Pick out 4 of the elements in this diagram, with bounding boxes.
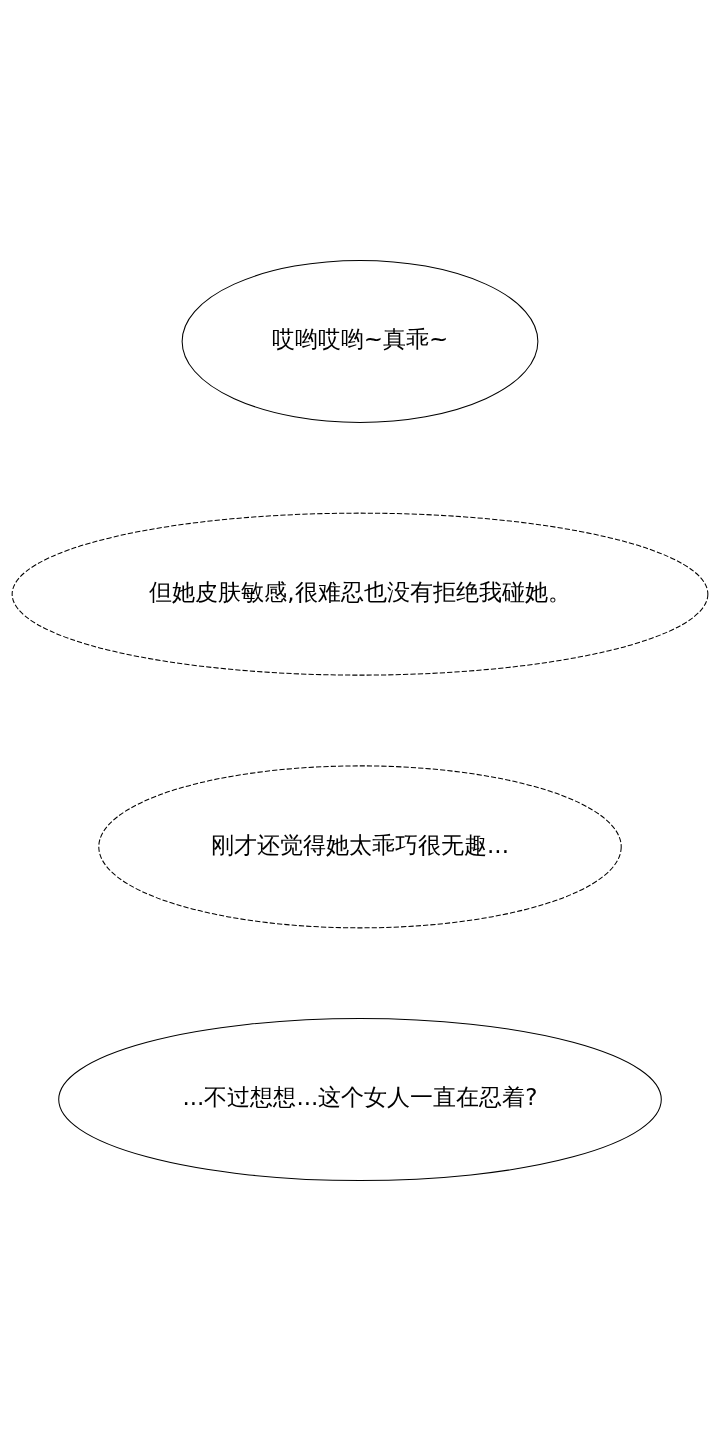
node-ellipse: ...不过想想...这个女人一直在忍着? [58, 1017, 662, 1181]
node-ellipse: 刚才还觉得她太乖巧很无趣... [98, 764, 622, 928]
node-ellipse: 哎哟哎哟~真乖~ [181, 259, 539, 423]
node-ellipse: 但她皮肤敏感,很难忍也没有拒绝我碰她。 [11, 512, 709, 676]
